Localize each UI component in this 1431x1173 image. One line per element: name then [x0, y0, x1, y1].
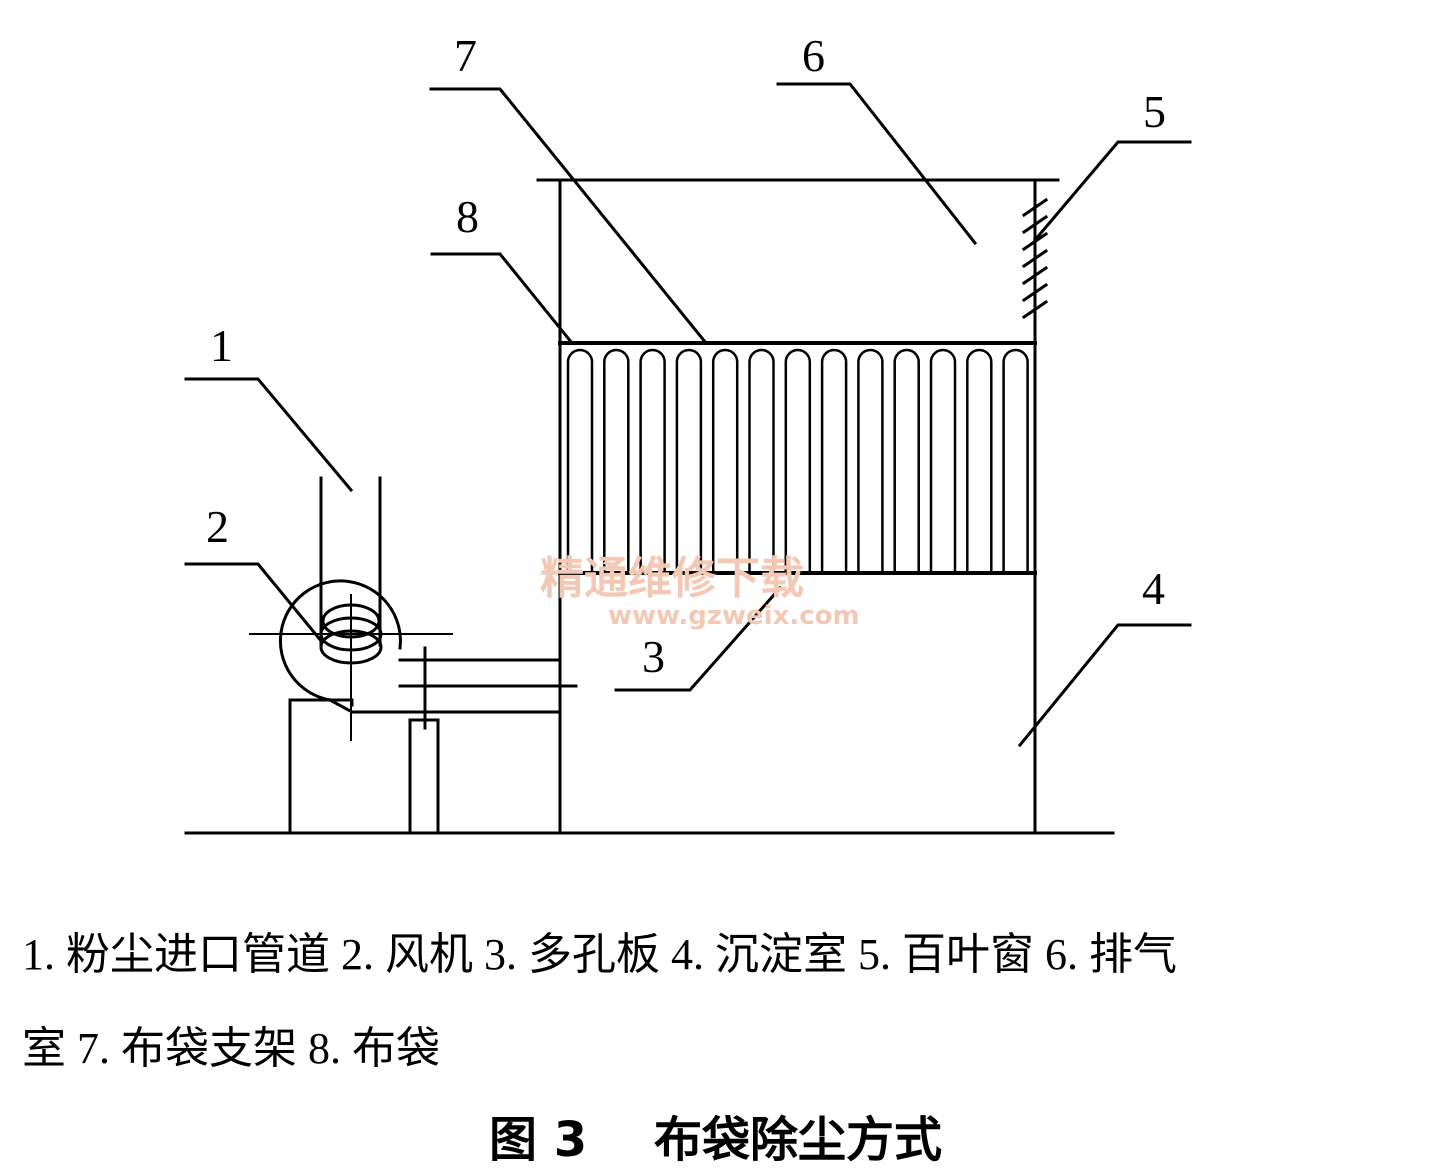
- cloth-bags: [566, 348, 1029, 572]
- cloth-bag: [784, 348, 812, 572]
- motor-base: [408, 718, 440, 835]
- label-1: 1: [210, 320, 233, 371]
- fan-base: [288, 698, 354, 835]
- cloth-bag: [820, 348, 848, 572]
- label-5: 5: [1143, 86, 1166, 137]
- cloth-bag: [857, 348, 884, 572]
- watermark-url: www.gzweix.com: [608, 601, 860, 631]
- leader-line-8: [430, 252, 575, 346]
- cloth-bag: [711, 348, 739, 572]
- cloth-bag: [603, 348, 630, 572]
- leader-line-7: [429, 87, 709, 346]
- figure-title: 图 3 布袋除尘方式: [489, 1112, 942, 1168]
- leader-line-3: [614, 585, 783, 692]
- bag-dust-collector-diagram: 精通维修下载 www.gzweix.com 1 2 3 4 5 6 7 8: [184, 30, 1192, 835]
- label-3: 3: [642, 631, 665, 682]
- label-4: 4: [1142, 563, 1165, 614]
- label-2: 2: [206, 501, 229, 552]
- cloth-bag: [1002, 348, 1029, 572]
- label-8: 8: [456, 191, 479, 242]
- cloth-bag: [893, 348, 920, 572]
- watermark-text: 精通维修下载: [540, 553, 804, 604]
- fan-housing: [278, 579, 402, 702]
- leader-line-1: [184, 377, 354, 493]
- label-7: 7: [454, 30, 477, 81]
- leader-line-2: [184, 562, 325, 645]
- cloth-bag: [748, 348, 775, 572]
- leader-line-4: [1017, 623, 1192, 748]
- label-6: 6: [802, 30, 825, 81]
- cloth-bag: [675, 348, 703, 572]
- cloth-bag: [966, 348, 993, 572]
- cloth-bag: [639, 348, 666, 572]
- cloth-bag: [929, 348, 957, 572]
- caption-line-1: 1. 粉尘进口管道 2. 风机 3. 多孔板 4. 沉淀室 5. 百叶窗 6. …: [22, 930, 1177, 979]
- cloth-bag: [566, 348, 594, 572]
- leader-line-6: [776, 82, 978, 246]
- caption-line-2: 室 7. 布袋支架 8. 布袋: [22, 1024, 440, 1073]
- leader-line-5: [1032, 140, 1192, 243]
